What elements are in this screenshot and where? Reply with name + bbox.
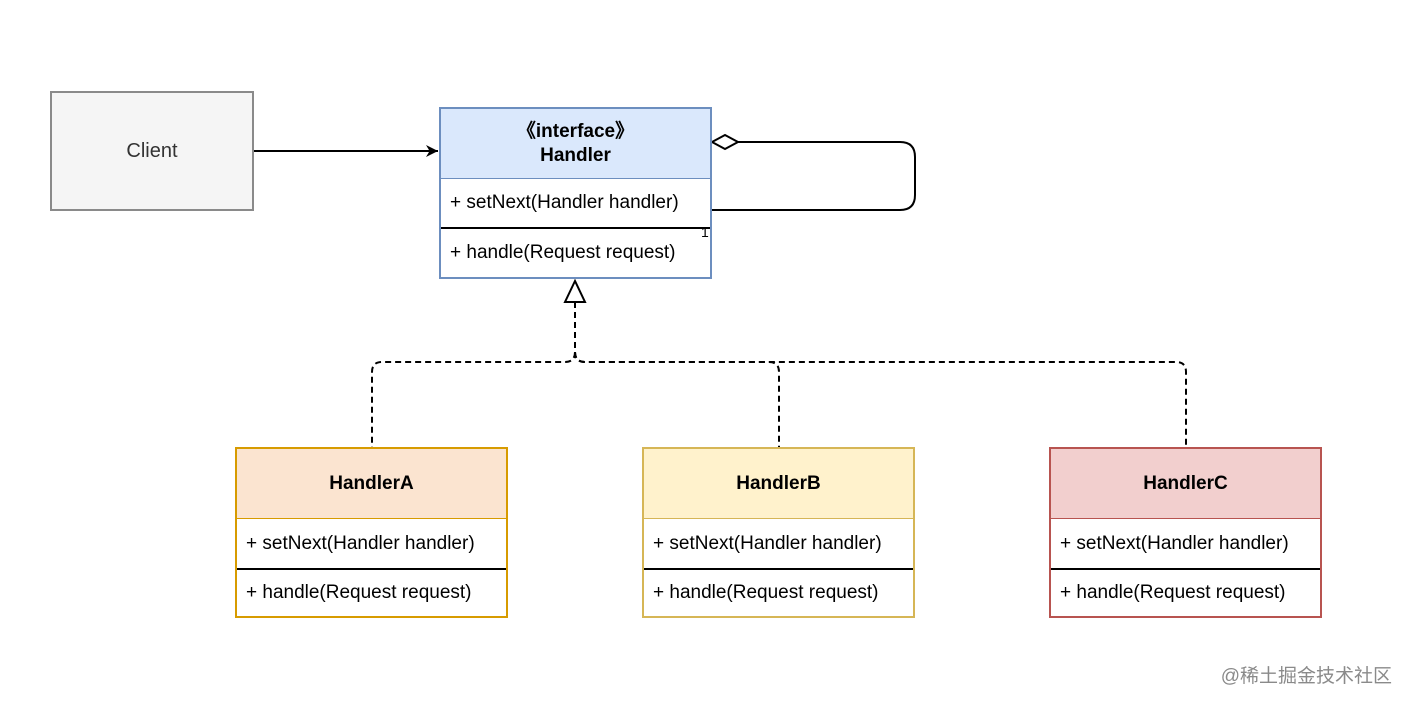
handler-c-method-setnext: + setNext(Handler handler) bbox=[1051, 518, 1320, 568]
handler-header: 《interface》 Handler bbox=[441, 109, 710, 178]
handler-c-method-handle: + handle(Request request) bbox=[1051, 568, 1320, 616]
handler-a-name: HandlerA bbox=[329, 472, 414, 494]
handler-a-header: HandlerA bbox=[237, 449, 506, 518]
handler-method-setnext: + setNext(Handler handler) bbox=[441, 178, 710, 227]
handler-b-box[interactable]: HandlerB + setNext(Handler handler) + ha… bbox=[642, 447, 915, 618]
realization-line-c bbox=[574, 302, 1187, 447]
handler-c-box[interactable]: HandlerC + setNext(Handler handler) + ha… bbox=[1049, 447, 1322, 618]
handler-c-name: HandlerC bbox=[1143, 472, 1228, 494]
aggregation-diamond bbox=[709, 133, 741, 151]
handler-b-method-handle: + handle(Request request) bbox=[644, 568, 913, 616]
handler-c-header: HandlerC bbox=[1051, 449, 1320, 518]
aggregation-line bbox=[712, 141, 916, 211]
watermark: @稀土掘金技术社区 bbox=[1220, 666, 1392, 687]
handler-b-name: HandlerB bbox=[736, 472, 821, 494]
handler-a-box[interactable]: HandlerA + setNext(Handler handler) + ha… bbox=[235, 447, 508, 618]
handler-b-header: HandlerB bbox=[644, 449, 913, 518]
realization-triangle bbox=[563, 278, 587, 303]
client-box[interactable]: Client bbox=[50, 91, 254, 211]
handler-a-method-handle: + handle(Request request) bbox=[237, 568, 506, 616]
handler-name: Handler bbox=[540, 144, 611, 166]
handler-b-method-setnext: + setNext(Handler handler) bbox=[644, 518, 913, 568]
multiplicity-label: 1 bbox=[701, 224, 709, 240]
handler-stereotype: 《interface》 bbox=[516, 120, 635, 142]
realization-line-a bbox=[371, 302, 576, 447]
handler-interface-box[interactable]: 《interface》 Handler + setNext(Handler ha… bbox=[439, 107, 712, 279]
handler-method-handle: + handle(Request request) bbox=[441, 227, 710, 277]
client-label: Client bbox=[126, 139, 178, 162]
realization-line-b bbox=[574, 302, 780, 447]
handler-a-method-setnext: + setNext(Handler handler) bbox=[237, 518, 506, 568]
